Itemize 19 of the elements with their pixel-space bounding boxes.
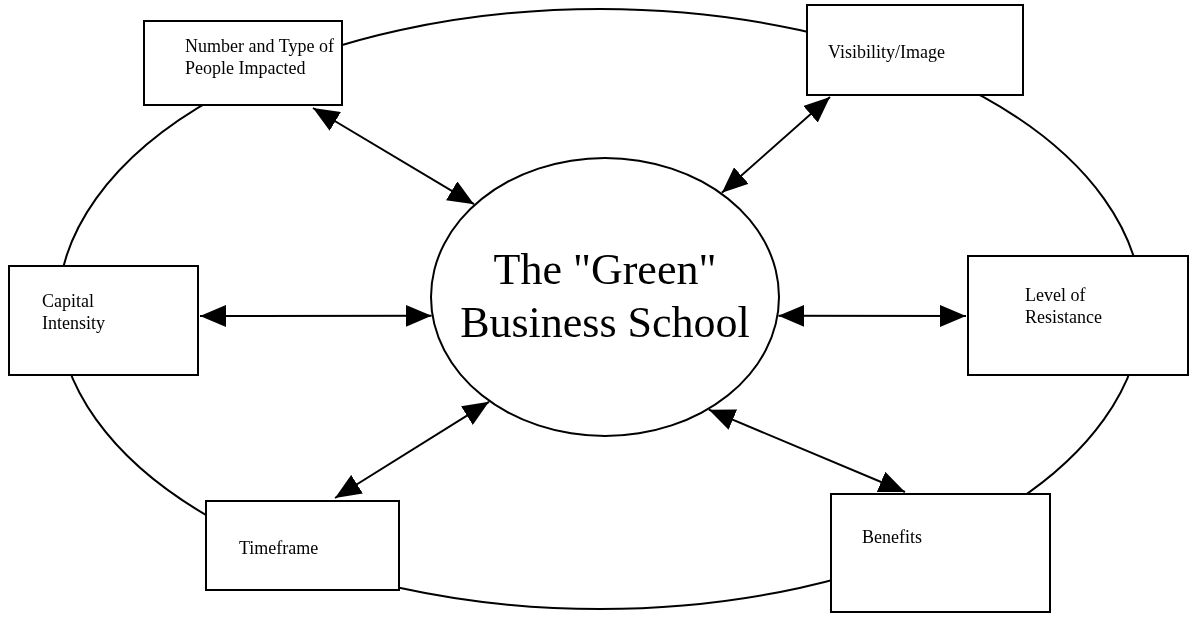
factor-box xyxy=(143,20,343,106)
center-title: The "Green" Business School xyxy=(459,244,751,349)
factor-label: Visibility/Image xyxy=(828,42,945,64)
factor-label: Capital Intensity xyxy=(42,291,106,335)
double-arrow xyxy=(312,107,475,206)
double-arrow xyxy=(720,96,831,194)
factor-box xyxy=(205,500,400,591)
double-arrow xyxy=(707,408,906,493)
factor-box xyxy=(806,4,1024,96)
double-arrow xyxy=(334,400,490,499)
double-arrow xyxy=(777,304,967,327)
double-arrow xyxy=(199,304,433,327)
factor-box xyxy=(830,493,1051,613)
factor-label: Benefits xyxy=(862,527,922,549)
factor-label: Level of Resistance xyxy=(1025,285,1103,329)
factor-box xyxy=(967,255,1189,376)
factor-label: Timeframe xyxy=(239,538,319,560)
factor-label: Number and Type of People Impacted xyxy=(185,36,335,80)
factor-box xyxy=(8,265,199,376)
